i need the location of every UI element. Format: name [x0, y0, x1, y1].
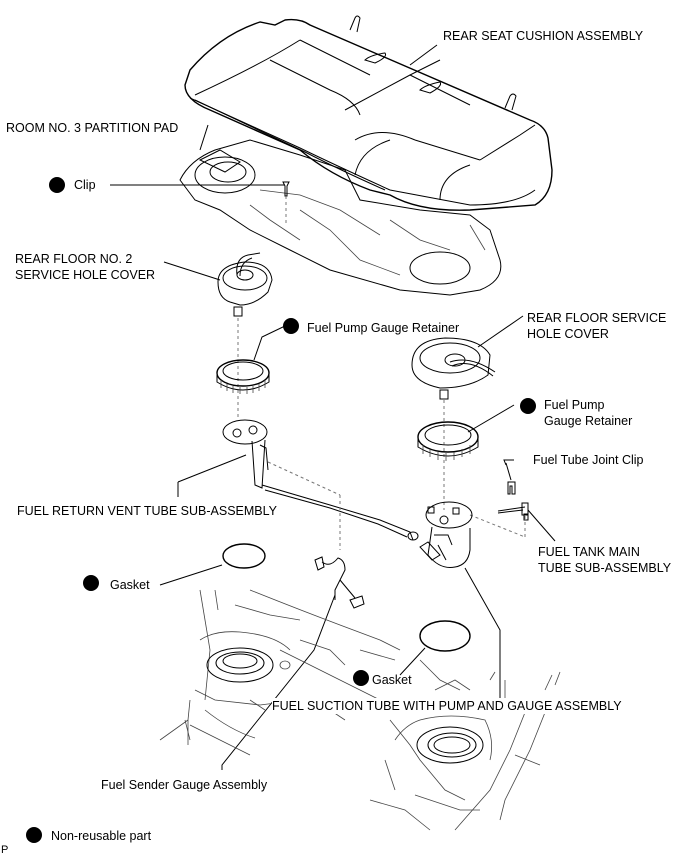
fuel-tube-joint-clip	[503, 459, 516, 495]
label-suction-tube: FUEL SUCTION TUBE WITH PUMP AND GAUGE AS…	[272, 698, 622, 714]
fuel-tank-main-tube	[469, 502, 556, 542]
non-reusable-marker-clip	[49, 177, 65, 193]
label-gasket-right: Gasket	[372, 673, 412, 687]
corner-mark: P	[1, 844, 9, 856]
clip-part	[110, 181, 290, 225]
right-fuel-pump-gauge-retainer	[417, 404, 515, 461]
label-sender-gauge: Fuel Sender Gauge Assembly	[101, 778, 268, 792]
rear-floor-service-hole-cover	[411, 315, 524, 510]
label-return-vent-tube: FUEL RETURN VENT TUBE SUB-ASSEMBLY	[17, 504, 278, 518]
legend-text: Non-reusable part	[51, 829, 152, 843]
legend-non-reusable-icon	[26, 827, 42, 843]
gasket-left-part	[159, 543, 266, 586]
rear-floor-no2-service-hole-cover	[163, 252, 273, 420]
fuel-sender-gauge-assembly	[221, 556, 365, 770]
non-reusable-marker-retainer-left	[283, 318, 299, 334]
gasket-right-part	[399, 620, 471, 676]
label-gasket-left: Gasket	[110, 578, 150, 592]
label-rear-floor-cover: REAR FLOOR SERVICE HOLE COVER	[527, 311, 667, 341]
left-fuel-pump-gauge-retainer	[216, 325, 286, 394]
non-reusable-marker-gasket-right	[353, 670, 369, 686]
label-retainer-right: Fuel Pump Gauge Retainer	[544, 398, 633, 428]
non-reusable-marker-gasket-left	[83, 575, 99, 591]
fuel-suction-tube-pump-assembly	[419, 501, 501, 700]
label-clip: Clip	[74, 178, 96, 192]
vehicle-floor-drawing	[159, 589, 561, 831]
label-main-tube: FUEL TANK MAIN TUBE SUB-ASSEMBLY	[538, 545, 672, 575]
partition-pad-drawing	[179, 124, 502, 296]
non-reusable-marker-retainer-right	[520, 398, 536, 414]
label-tube-joint-clip: Fuel Tube Joint Clip	[533, 453, 644, 467]
label-rear-seat-cushion: REAR SEAT CUSHION ASSEMBLY	[443, 29, 644, 43]
fuel-return-vent-tube	[177, 419, 419, 550]
label-retainer-left: Fuel Pump Gauge Retainer	[307, 321, 460, 335]
label-partition-pad: ROOM NO. 3 PARTITION PAD	[6, 121, 179, 135]
rear-seat-cushion-drawing	[184, 15, 553, 211]
label-rear-floor-no2-cover: REAR FLOOR NO. 2 SERVICE HOLE COVER	[15, 252, 156, 282]
